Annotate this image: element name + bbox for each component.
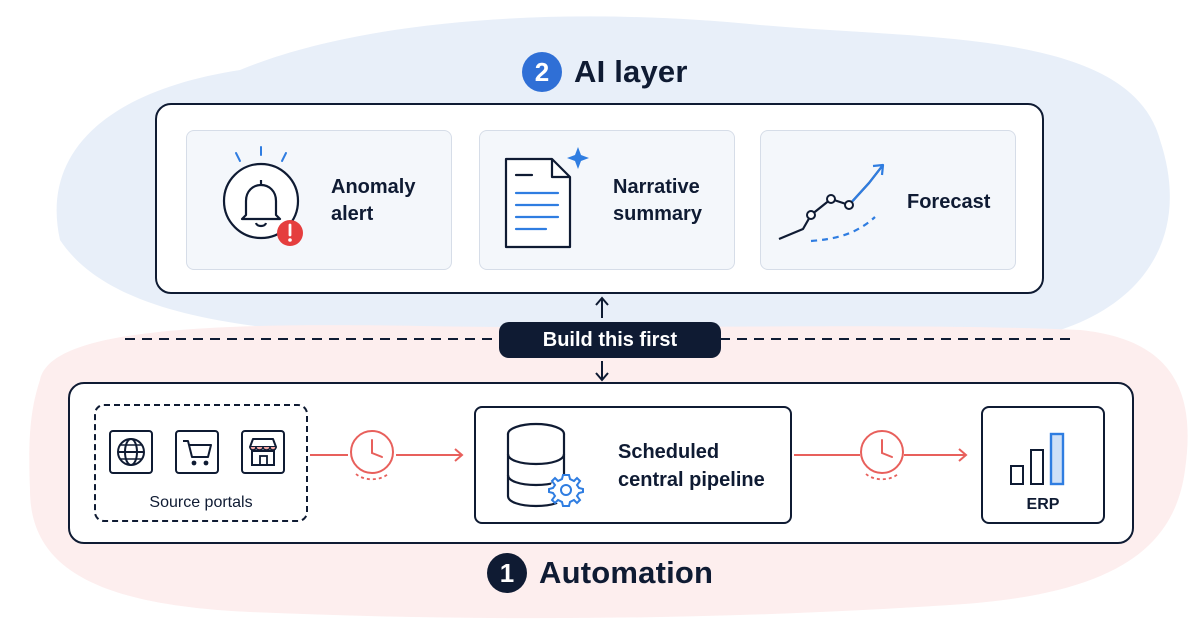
trend-forecast-icon <box>778 163 885 243</box>
pipeline-label-line2: central pipeline <box>618 469 765 491</box>
clock-icon <box>350 430 394 481</box>
document-sparkle-icon <box>504 147 589 249</box>
central-pipeline-box[interactable]: Scheduled central pipeline <box>474 406 792 524</box>
narrative-label-line1: Narrative <box>613 176 700 198</box>
narrative-label-line2: summary <box>613 203 702 225</box>
anomaly-alert-card[interactable]: Anomaly alert <box>186 130 452 270</box>
bar-chart-icon <box>1010 432 1065 486</box>
storefront-icon <box>241 430 285 474</box>
anomaly-label-line2: alert <box>331 203 374 225</box>
erp-box[interactable]: ERP <box>981 406 1105 524</box>
narrative-summary-label: Narrative summary <box>613 174 702 228</box>
schedule-flow-2 <box>794 430 968 481</box>
pipeline-label-line1: Scheduled <box>618 441 720 463</box>
down-arrow <box>595 361 609 382</box>
ai-layer-title: AI layer <box>574 54 688 89</box>
source-portals-label: Source portals <box>149 494 253 511</box>
up-arrow <box>595 296 609 318</box>
forecast-card[interactable]: Forecast <box>760 130 1016 270</box>
shopping-cart-icon <box>175 430 219 474</box>
forecast-label: Forecast <box>907 191 991 213</box>
pipeline-label: Scheduled central pipeline <box>618 438 765 494</box>
source-portals-group[interactable]: Source portals <box>94 404 308 522</box>
ai-layer-heading: 2 AI layer <box>522 52 688 92</box>
schedule-flow-1 <box>310 430 464 481</box>
erp-label: ERP <box>1026 496 1060 513</box>
anomaly-label-line1: Anomaly <box>331 176 416 198</box>
automation-panel: Source portals Scheduled central pipelin <box>68 382 1134 544</box>
ai-layer-panel: Anomaly alert Narrative summary <box>155 103 1044 294</box>
narrative-summary-card[interactable]: Narrative summary <box>479 130 735 270</box>
automation-title: Automation <box>539 555 714 590</box>
clock-icon <box>860 430 904 481</box>
database-gear-icon <box>506 422 584 508</box>
bell-alert-icon <box>222 146 303 246</box>
ai-layer-number-badge: 2 <box>522 52 562 92</box>
automation-number-badge: 1 <box>487 553 527 593</box>
automation-heading: 1 Automation <box>487 553 713 593</box>
build-this-first-label: Build this first <box>499 322 721 358</box>
globe-icon <box>109 430 153 474</box>
anomaly-alert-label: Anomaly alert <box>331 174 415 228</box>
